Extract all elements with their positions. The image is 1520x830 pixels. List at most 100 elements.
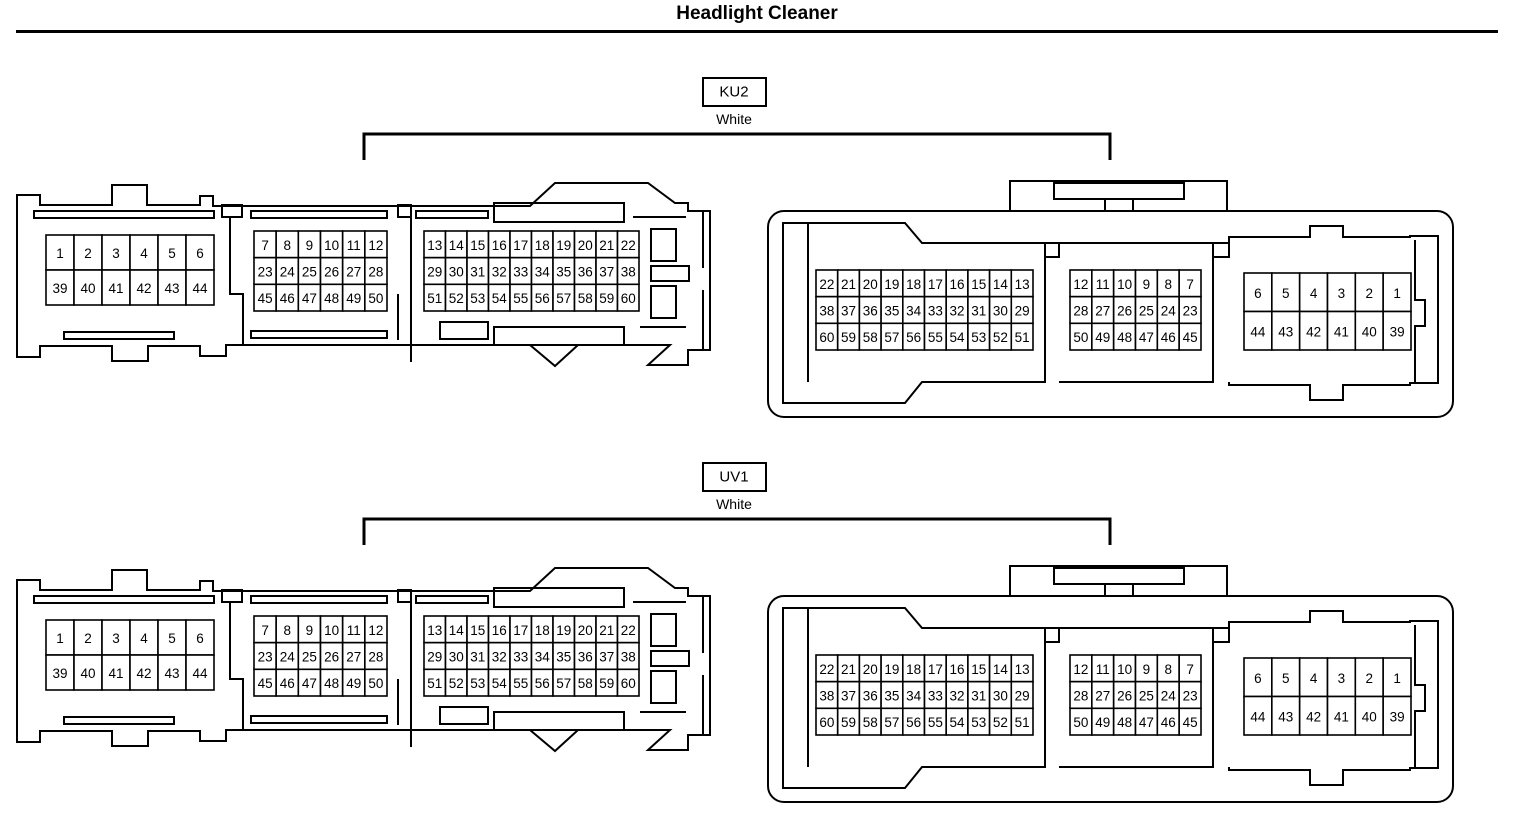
pin-number: 29 xyxy=(1015,304,1030,319)
pin-number: 17 xyxy=(928,277,943,292)
pin-number: 13 xyxy=(427,238,442,253)
pin-number: 40 xyxy=(1362,324,1377,339)
pin-number: 48 xyxy=(1117,330,1132,345)
pin-cell xyxy=(1354,695,1384,736)
pin-number: 36 xyxy=(578,650,593,665)
pin-number: 55 xyxy=(928,715,943,730)
pin-number: 33 xyxy=(928,304,943,319)
pin-number: 1 xyxy=(56,631,64,646)
pin-number: 23 xyxy=(1183,689,1198,704)
pin-number: 27 xyxy=(346,265,361,280)
pin-number: 49 xyxy=(346,676,361,691)
pin-number: 25 xyxy=(1139,304,1154,319)
pin-number: 48 xyxy=(324,291,339,306)
pin-number: 8 xyxy=(1164,662,1172,677)
pin-cell xyxy=(185,269,215,306)
pin-number: 19 xyxy=(884,277,899,292)
pin-number: 11 xyxy=(347,623,361,638)
pin-number: 12 xyxy=(368,623,383,638)
pin-number: 54 xyxy=(492,291,508,306)
pin-cell xyxy=(185,619,215,656)
pin-number: 45 xyxy=(258,676,273,691)
pin-number: 10 xyxy=(1117,277,1132,292)
pin-number: 18 xyxy=(906,277,921,292)
pin-number: 47 xyxy=(1139,715,1154,730)
pin-number: 34 xyxy=(535,265,551,280)
pin-cell xyxy=(1326,695,1357,736)
pin-number: 34 xyxy=(535,650,551,665)
male-connector xyxy=(16,182,711,368)
pin-number: 5 xyxy=(1282,671,1290,686)
pin-number: 54 xyxy=(950,715,966,730)
pin-number: 33 xyxy=(513,265,528,280)
bracket xyxy=(362,517,1112,545)
pin-cell xyxy=(45,269,75,306)
pin-cell xyxy=(45,654,75,691)
female-connector xyxy=(767,180,1454,418)
pin-number: 7 xyxy=(261,238,269,253)
pin-number: 22 xyxy=(621,623,636,638)
pin-number: 57 xyxy=(884,715,899,730)
pin-cell xyxy=(1271,695,1301,736)
pin-number: 12 xyxy=(1073,662,1088,677)
pin-number: 2 xyxy=(84,246,92,261)
pin-number: 11 xyxy=(347,238,361,253)
pin-cell xyxy=(1271,272,1301,313)
pin-number: 7 xyxy=(1186,662,1194,677)
pin-number: 46 xyxy=(280,291,295,306)
pin-number: 7 xyxy=(261,623,269,638)
pin-number: 51 xyxy=(427,291,442,306)
pin-cell xyxy=(101,654,131,691)
pin-number: 35 xyxy=(884,304,899,319)
pin-number: 55 xyxy=(513,291,528,306)
pin-number: 34 xyxy=(906,304,922,319)
pin-number: 24 xyxy=(280,650,296,665)
pin-number: 54 xyxy=(492,676,508,691)
pin-number: 34 xyxy=(906,689,922,704)
pin-number: 35 xyxy=(556,265,571,280)
pin-number: 15 xyxy=(470,238,485,253)
pin-number: 46 xyxy=(1161,715,1176,730)
pin-number: 43 xyxy=(1278,324,1293,339)
pin-number: 16 xyxy=(492,238,507,253)
pin-number: 31 xyxy=(971,689,986,704)
pin-number: 59 xyxy=(599,676,614,691)
pin-number: 44 xyxy=(192,666,208,681)
pin-number: 59 xyxy=(841,715,856,730)
pin-number: 13 xyxy=(1015,662,1030,677)
pin-number: 37 xyxy=(841,304,856,319)
pin-number: 44 xyxy=(1250,709,1266,724)
pin-number: 26 xyxy=(1117,304,1132,319)
pin-number: 6 xyxy=(196,246,204,261)
pin-number: 15 xyxy=(971,662,986,677)
pin-number: 29 xyxy=(1015,689,1030,704)
pin-number: 20 xyxy=(578,238,593,253)
pin-number: 45 xyxy=(258,291,273,306)
pin-number: 23 xyxy=(1183,304,1198,319)
pin-number: 10 xyxy=(324,623,339,638)
pin-number: 43 xyxy=(164,281,179,296)
pin-number: 5 xyxy=(168,631,176,646)
pin-cell xyxy=(1298,272,1329,313)
pin-number: 4 xyxy=(1310,671,1318,686)
pin-cell xyxy=(157,234,187,271)
pin-number: 17 xyxy=(513,238,528,253)
pin-number: 59 xyxy=(599,291,614,306)
pin-number: 24 xyxy=(1161,304,1177,319)
pin-cell xyxy=(1010,322,1034,351)
pin-number: 33 xyxy=(513,650,528,665)
pin-number: 41 xyxy=(1334,324,1349,339)
pin-number: 53 xyxy=(470,291,485,306)
pin-number: 43 xyxy=(1278,709,1293,724)
pin-cell xyxy=(1382,695,1412,736)
pin-cell xyxy=(73,654,103,691)
pin-number: 9 xyxy=(1143,662,1151,677)
pin-number: 2 xyxy=(84,631,92,646)
pin-number: 19 xyxy=(884,662,899,677)
pin-number: 7 xyxy=(1186,277,1194,292)
